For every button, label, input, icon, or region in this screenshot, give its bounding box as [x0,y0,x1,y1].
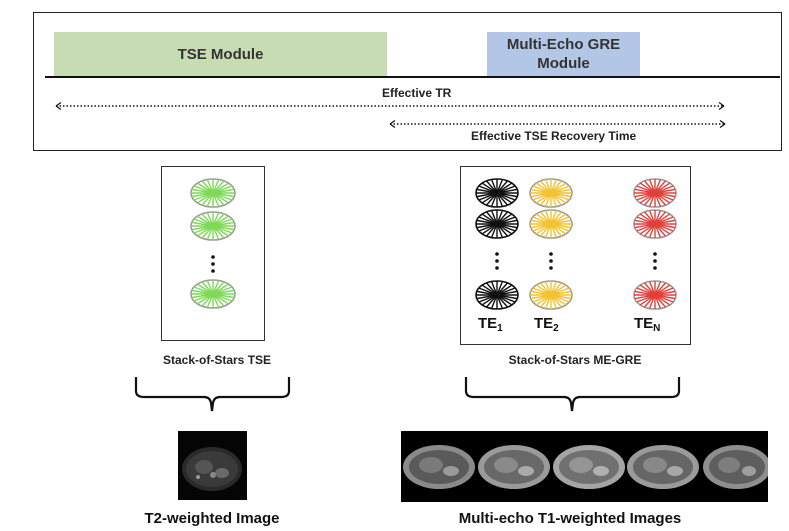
me-gre-panel-caption: Stack-of-Stars ME-GRE [508,353,642,367]
effective-tse-recovery-arrow [389,120,726,128]
tse-star-2 [190,211,236,241]
sequence-baseline [45,76,780,78]
tse-ellipsis-dot-1 [211,255,215,259]
te2-ellipsis-dot-3 [549,266,553,270]
te2-ellipsis-dot-2 [549,259,553,263]
ten-ellipsis-dot-2 [653,259,657,263]
effective-tr-label: Effective TR [382,86,452,100]
te1-ellipsis-dot-3 [495,266,499,270]
t2-weighted-image [178,431,247,500]
tse-module-block: TSE Module [54,32,387,76]
ten-star-last [633,280,677,310]
te2-star-2 [529,209,573,239]
t1-weighted-caption: Multi-echo T1-weighted Images [458,510,682,527]
gre-module-block: Multi-Echo GRE Module [487,32,640,76]
me-gre-brace [464,377,681,412]
t1-slice-3 [553,445,625,489]
tse-ellipsis-dot-3 [211,269,215,273]
te1-ellipsis-dot-2 [495,259,499,263]
te2-star-last [529,280,573,310]
tse-star-1 [190,178,236,208]
te2-ellipsis-dot-1 [549,252,553,256]
t1-slice-2 [478,445,550,489]
t1-slice-1 [403,445,475,489]
ten-label: TEN [634,315,661,334]
t1-slice-5 [703,445,768,489]
te2-star-1 [529,178,573,208]
te2-label: TE2 [534,315,559,334]
tse-star-stack [190,178,236,309]
tse-module-label: TSE Module [177,45,264,63]
timing-diagram-box [33,12,782,151]
te1-ellipsis-dot-1 [495,252,499,256]
gre-module-label-line1: Multi-Echo GRE [506,36,621,53]
ten-ellipsis-dot-1 [653,252,657,256]
tse-brace [134,377,291,412]
te1-label: TE1 [478,315,503,334]
tse-ellipsis-dot-2 [211,262,215,266]
te1-star-last [475,280,519,310]
t1-slice-4 [627,445,699,489]
gre-module-label-line2: Module [537,55,590,72]
ten-ellipsis-dot-3 [653,266,657,270]
te1-star-1 [475,178,519,208]
tse-panel-caption: Stack-of-Stars TSE [163,353,272,367]
ten-star-1 [633,178,677,208]
me-gre-star-stack [475,178,677,310]
t2-weighted-caption: T2-weighted Image [144,510,280,527]
multi-echo-t1-weighted-images [401,431,768,502]
effective-tse-recovery-label: Effective TSE Recovery Time [471,129,637,143]
tse-star-last [190,279,236,309]
ten-star-2 [633,209,677,239]
effective-tr-arrow [55,102,725,110]
te1-star-2 [475,209,519,239]
